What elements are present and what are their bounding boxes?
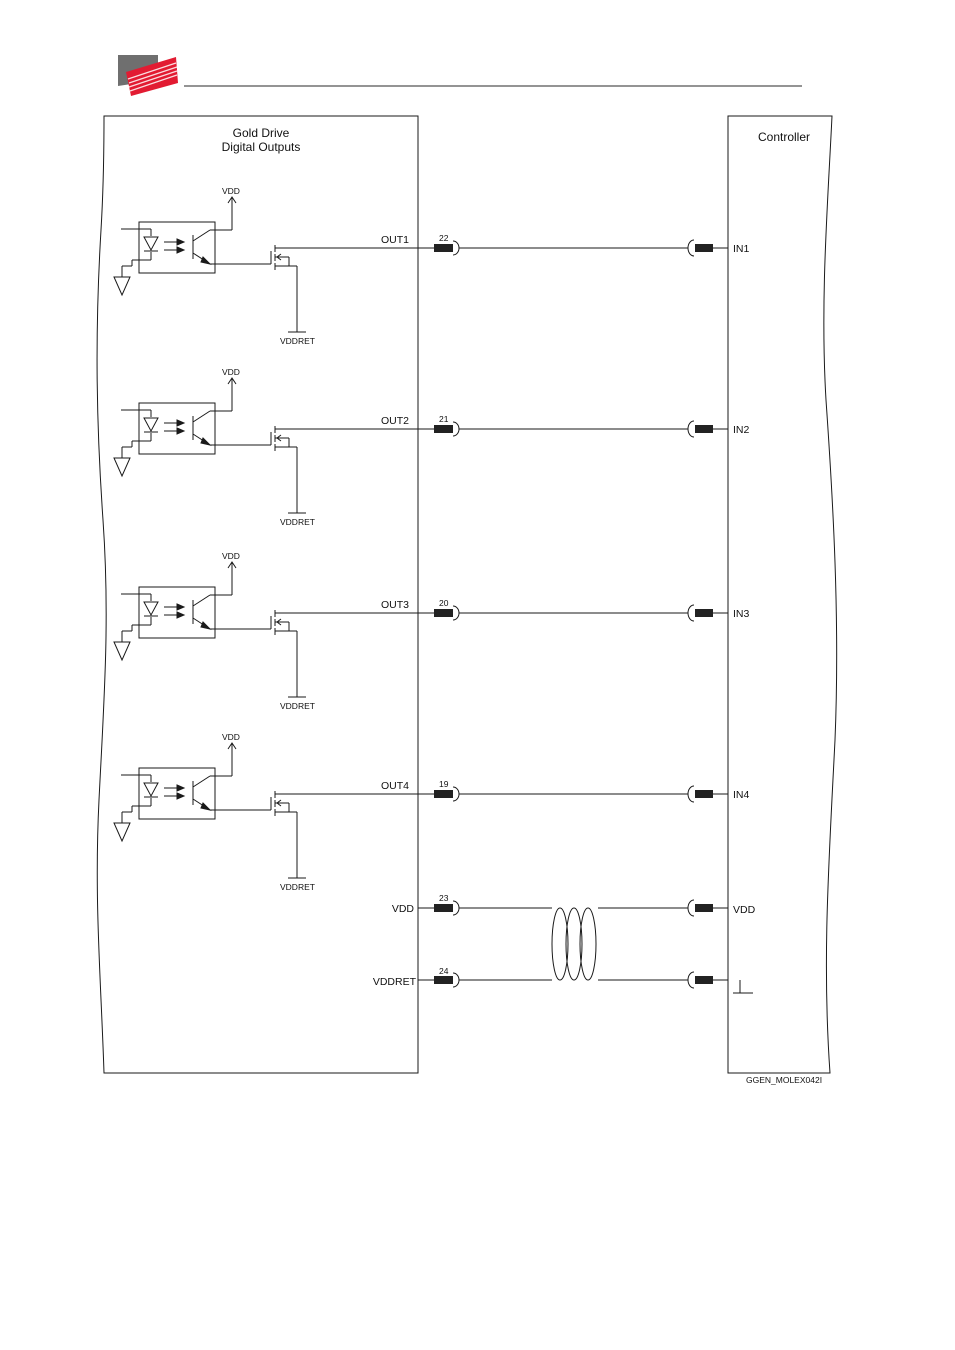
output-connector-controller-block bbox=[695, 609, 713, 617]
output-connector-controller-arc bbox=[688, 240, 694, 256]
pin-number: 22 bbox=[439, 233, 449, 243]
transistor-arrow bbox=[201, 438, 210, 445]
figure-ref: GGEN_MOLEX042I bbox=[746, 1075, 822, 1085]
input-label: IN4 bbox=[733, 789, 750, 801]
transistor-arrow bbox=[201, 257, 210, 264]
power-vddret-connector-socket-arc bbox=[453, 973, 459, 987]
output-connector-socket-arc bbox=[453, 422, 459, 436]
vdd-label: VDD bbox=[222, 186, 240, 196]
controller-title: Controller bbox=[758, 130, 810, 144]
twisted-pair-icon bbox=[552, 908, 596, 980]
ground-icon bbox=[114, 642, 130, 660]
output-channel-3 bbox=[114, 562, 728, 697]
vddret-label: VDDRET bbox=[280, 701, 315, 711]
power-vddret-connector-controller-block bbox=[695, 976, 713, 984]
controller-panel bbox=[728, 116, 837, 1073]
vdd-label: VDD bbox=[222, 732, 240, 742]
power-vdd-pin: 23 bbox=[439, 893, 449, 903]
input-label: IN3 bbox=[733, 608, 750, 620]
light-arrow-head bbox=[177, 428, 184, 434]
led-icon bbox=[144, 602, 158, 615]
output-connector-controller-arc bbox=[688, 421, 694, 437]
light-arrow-head bbox=[177, 793, 184, 799]
output-connector-pin-block bbox=[434, 609, 453, 617]
transistor-collector bbox=[193, 230, 210, 241]
ground-icon bbox=[114, 823, 130, 841]
power-vdd-connector-controller-arc bbox=[688, 900, 694, 916]
company-logo bbox=[118, 55, 178, 96]
output-connector-socket-arc bbox=[453, 787, 459, 801]
light-arrow-head bbox=[177, 785, 184, 791]
output-connector-controller-block bbox=[695, 790, 713, 798]
led-icon bbox=[144, 418, 158, 431]
led-icon bbox=[144, 783, 158, 796]
vddret-label: VDDRET bbox=[280, 882, 315, 892]
vdd-label: VDD bbox=[222, 551, 240, 561]
output-connector-socket-arc bbox=[453, 606, 459, 620]
pin-number: 20 bbox=[439, 598, 449, 608]
output-connector-controller-arc bbox=[688, 605, 694, 621]
power-vdd-label: VDD bbox=[392, 903, 415, 915]
pin-number: 21 bbox=[439, 414, 449, 424]
light-arrow-head bbox=[177, 239, 184, 245]
transistor-collector bbox=[193, 776, 210, 787]
power-vddret-connector-pin-block bbox=[434, 976, 453, 984]
power-vdd-connector-controller-block bbox=[695, 904, 713, 912]
transistor-collector bbox=[193, 411, 210, 422]
input-label: IN2 bbox=[733, 424, 750, 436]
vddret-label: VDDRET bbox=[280, 336, 315, 346]
transistor-arrow bbox=[201, 622, 210, 629]
drive-title-line1: Gold Drive bbox=[233, 126, 290, 140]
power-vdd-controller-label: VDD bbox=[733, 904, 756, 916]
light-arrow-head bbox=[177, 420, 184, 426]
power-vdd-connector-socket-arc bbox=[453, 901, 459, 915]
output-channel-1 bbox=[114, 197, 728, 332]
output-connector-pin-block bbox=[434, 244, 453, 252]
output-label: OUT3 bbox=[381, 599, 409, 611]
power-vddret-label: VDDRET bbox=[373, 976, 417, 988]
light-arrow-head bbox=[177, 247, 184, 253]
vdd-label: VDD bbox=[222, 367, 240, 377]
output-connector-controller-arc bbox=[688, 786, 694, 802]
input-label: IN1 bbox=[733, 243, 750, 255]
transistor-arrow bbox=[201, 803, 210, 810]
ground-icon bbox=[114, 458, 130, 476]
output-label: OUT1 bbox=[381, 234, 409, 246]
power-lines bbox=[418, 900, 753, 993]
drive-title-line2: Digital Outputs bbox=[222, 140, 301, 154]
led-icon bbox=[144, 237, 158, 250]
vddret-label: VDDRET bbox=[280, 517, 315, 527]
output-connector-pin-block bbox=[434, 790, 453, 798]
output-connector-socket-arc bbox=[453, 241, 459, 255]
output-connector-controller-block bbox=[695, 244, 713, 252]
output-channel-2 bbox=[114, 378, 728, 513]
output-connector-pin-block bbox=[434, 425, 453, 433]
output-label: OUT2 bbox=[381, 415, 409, 427]
power-vddret-connector-controller-arc bbox=[688, 972, 694, 988]
power-vdd-connector-pin-block bbox=[434, 904, 453, 912]
transistor-collector bbox=[193, 595, 210, 606]
output-label: OUT4 bbox=[381, 780, 409, 792]
light-arrow-head bbox=[177, 604, 184, 610]
output-channel-4 bbox=[114, 743, 728, 878]
power-vddret-pin: 24 bbox=[439, 966, 449, 976]
light-arrow-head bbox=[177, 612, 184, 618]
ground-icon bbox=[114, 277, 130, 295]
output-connector-controller-block bbox=[695, 425, 713, 433]
pin-number: 19 bbox=[439, 779, 449, 789]
